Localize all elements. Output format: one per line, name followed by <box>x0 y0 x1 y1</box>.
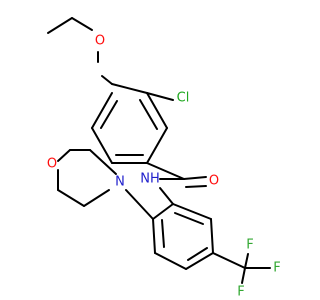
bond-ringB-2-double <box>161 219 165 248</box>
atom-fluorine-1: F <box>246 238 253 253</box>
bond-ethyl-ch3-ch2 <box>47 17 73 34</box>
bond-ringA-2 <box>146 92 168 129</box>
atom-nitrogen-morpholine: N <box>115 175 125 190</box>
bond-carbonyl-c-o-double <box>185 185 207 188</box>
bond-c-f-top <box>244 253 249 269</box>
bond-o-ring <box>101 75 113 85</box>
bond-ethyl-ch2-o <box>71 17 93 31</box>
bonds <box>47 17 271 284</box>
atom-oxygen-ethoxy: O <box>95 34 105 49</box>
atom-oxygen-carbonyl: O <box>209 174 219 189</box>
bond-ring-n <box>125 189 154 220</box>
atom-oxygen-morpholine: O <box>47 157 57 172</box>
atom-fluorine-2: F <box>273 261 280 276</box>
bond-c2-o <box>57 149 71 162</box>
bond-ringB-6 <box>172 203 212 220</box>
bond-ring-cf3 <box>212 252 246 269</box>
molecule-structure: O Cl O NH N O F F F <box>47 17 281 300</box>
bond-ringB-1 <box>152 203 174 220</box>
atom-chlorine: Cl <box>177 91 190 106</box>
bond-ring-cl <box>146 92 174 101</box>
bond-ringA-6 <box>91 92 113 129</box>
bond-ringB-4 <box>185 252 214 270</box>
bond-ringA-5 <box>91 127 113 164</box>
bond-carbonyl-c-o <box>183 176 207 180</box>
bond-ringB-4-double <box>187 247 208 261</box>
bond-c3-c4 <box>57 189 85 207</box>
bond-ringB-3 <box>154 252 187 270</box>
atom-fluorine-3: F <box>237 285 244 300</box>
bond-n-c1 <box>89 149 117 175</box>
bond-ringA-6-double <box>100 100 118 129</box>
bond-c4-n <box>83 189 110 207</box>
atom-amide-nh: NH <box>140 172 160 187</box>
bond-c-f-bottom <box>241 267 246 284</box>
bond-ringA-3 <box>146 127 168 164</box>
bond-nh-ringB <box>159 187 174 205</box>
bond-ringB-2 <box>152 218 156 254</box>
atom-labels: O Cl O NH N O F F F <box>47 34 281 300</box>
bond-ringA-2-double <box>139 99 158 130</box>
bond-ringA-1 <box>111 83 148 94</box>
bond-ring-carbonyl <box>146 162 185 180</box>
bond-ringB-6-double <box>174 212 204 225</box>
bond-ringB-5 <box>210 218 214 254</box>
